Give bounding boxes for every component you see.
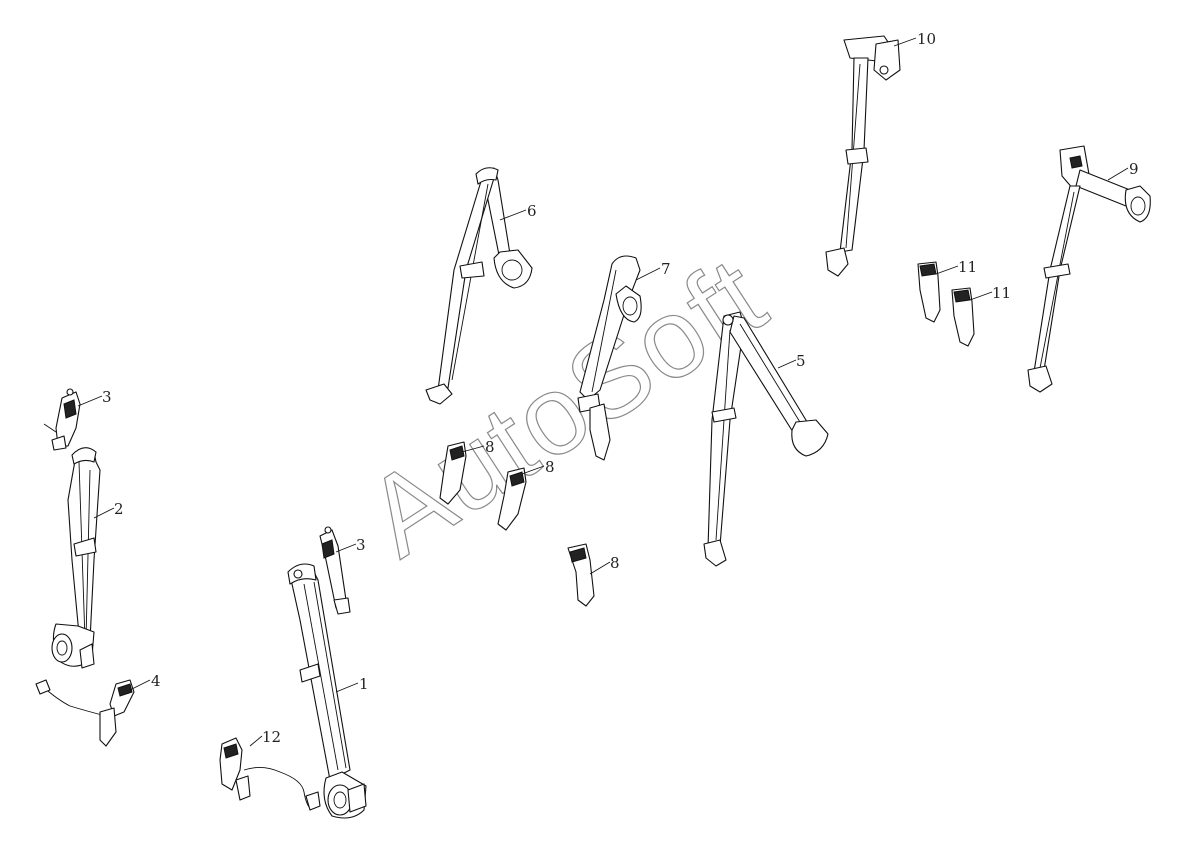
part-10-upper-belt-assembly [825,35,901,277]
part-8-buckle-a [439,441,467,505]
part-11-buckle-a [917,261,941,323]
callout-10: 10 [917,30,936,48]
callout-1: 1 [359,675,369,693]
part-9-rear-belt-assembly [1027,145,1151,393]
part-8-buckle-c [567,543,595,607]
callout-8-c: 8 [610,554,620,572]
part-3-height-adjuster-lower [319,526,351,615]
part-3-height-adjuster-upper [43,388,81,451]
part-8-buckle-b [497,467,527,531]
callout-6: 6 [527,202,537,220]
callout-8-a: 8 [485,438,495,456]
callout-9: 9 [1129,160,1139,178]
callout-3-upper: 3 [102,388,112,406]
callout-3-lower: 3 [356,536,366,554]
callout-7: 7 [661,260,671,278]
callout-5: 5 [796,352,806,370]
part-7-center-belt-assembly [577,255,642,461]
callout-8-b: 8 [545,458,555,476]
part-6-rear-belt-assembly [425,167,533,405]
part-12-buckle-with-harness [219,737,321,811]
callout-12: 12 [262,728,281,746]
part-2-front-belt-assembly [51,447,101,669]
callout-11-a: 11 [958,258,977,276]
callout-11-b: 11 [992,284,1011,302]
part-5-rear-belt-assembly [703,311,829,567]
part-11-buckle-b [951,287,975,347]
callout-4: 4 [151,672,161,690]
part-4-buckle-with-harness [35,679,135,747]
leader-lines [77,37,1129,747]
callout-2: 2 [114,500,124,518]
part-1-long-belt-assembly [287,563,367,819]
